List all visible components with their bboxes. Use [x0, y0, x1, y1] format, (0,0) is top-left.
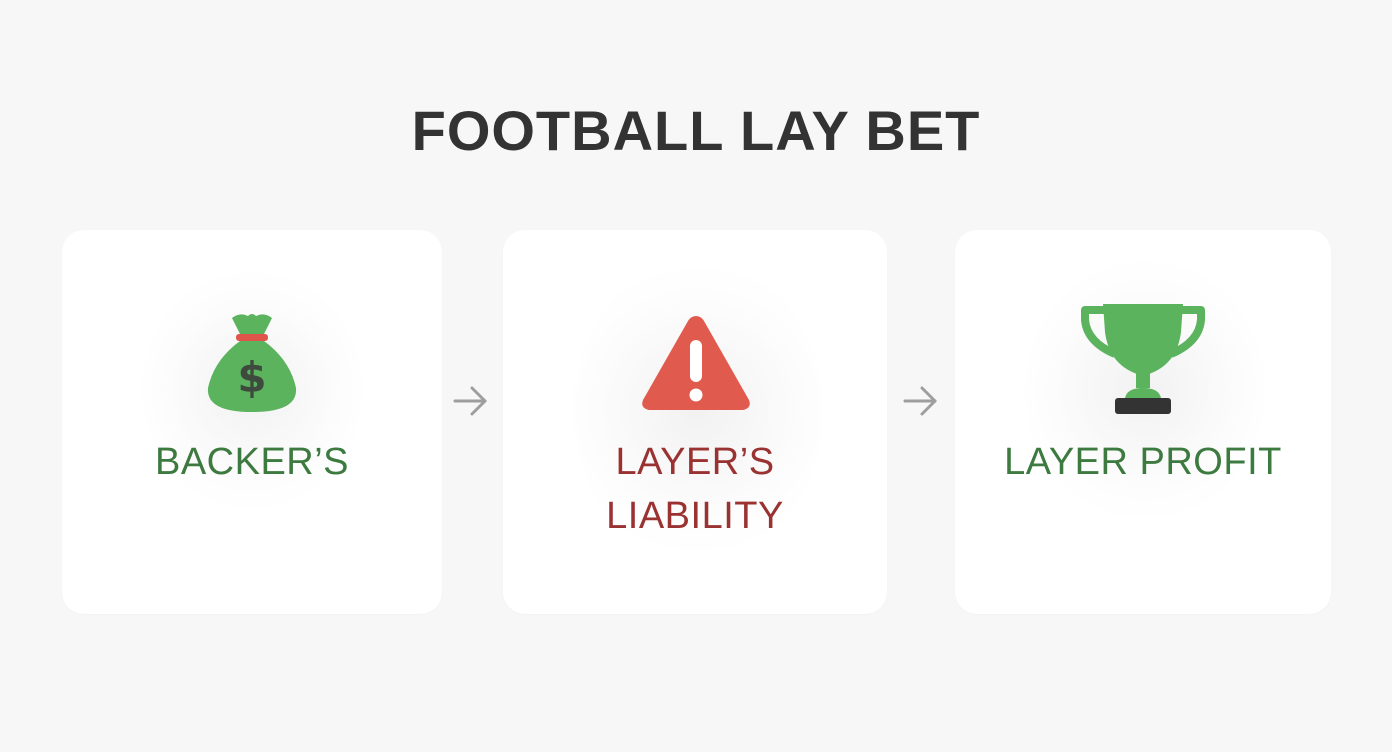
step-label-profit: LAYER PROFIT — [1004, 441, 1282, 483]
warning-icon — [642, 316, 750, 410]
diagram-title: FOOTBALL LAY BET — [411, 99, 981, 162]
step-card-backer: $ BACKER’S — [62, 230, 442, 614]
trophy-icon — [1081, 304, 1205, 414]
arrow-right-icon — [903, 386, 937, 416]
svg-text:$: $ — [237, 353, 266, 402]
arrow-right-icon — [453, 386, 487, 416]
step-card-liability: LAYER’S LIABILITY — [503, 230, 887, 614]
money-bag-icon: $ — [207, 314, 297, 412]
step-label-liability-line2: LIABILITY — [606, 495, 784, 537]
step-card-profit: LAYER PROFIT — [955, 230, 1331, 614]
step-label-backer: BACKER’S — [154, 441, 350, 483]
step-label-liability-line1: LAYER’S — [615, 441, 775, 483]
